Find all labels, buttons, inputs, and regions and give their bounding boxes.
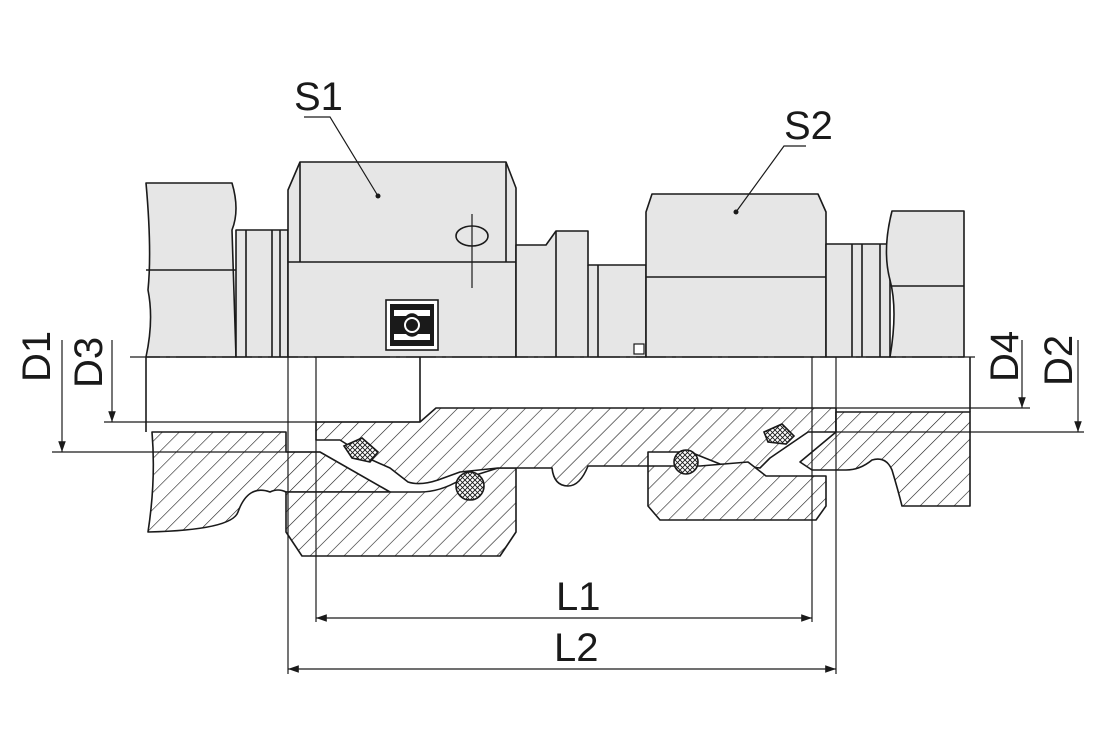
- label-l2: L2: [554, 626, 599, 670]
- right-pipe-section: [799, 411, 971, 507]
- body-section: [315, 407, 837, 487]
- seal-ring-left: [342, 437, 380, 463]
- o-ring-right: [673, 449, 699, 475]
- nut-s2: [645, 193, 827, 358]
- nut-s2-section: [647, 461, 827, 521]
- label-l1: L1: [556, 575, 601, 619]
- label-s2: S2: [784, 104, 833, 148]
- label-d4: D4: [983, 331, 1027, 382]
- label-d2: D2: [1037, 335, 1081, 386]
- label-s1: S1: [294, 75, 343, 119]
- label-d3: D3: [67, 337, 111, 388]
- seal-ring-right: [762, 423, 796, 445]
- left-pipe-section: [147, 431, 391, 533]
- label-d1: D1: [15, 331, 59, 382]
- right-pipe-exterior: [885, 210, 965, 358]
- o-ring-left: [455, 471, 485, 501]
- body-center-exterior: [515, 230, 647, 358]
- check-valve-symbol-icon: [385, 299, 439, 351]
